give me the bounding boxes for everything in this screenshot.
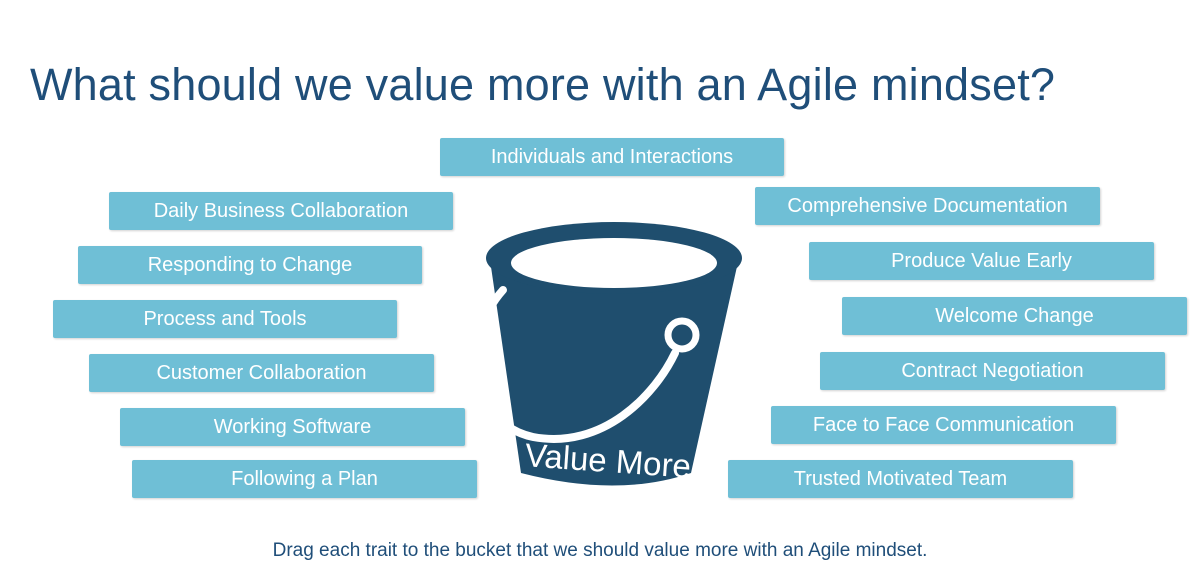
trait-trusted-motivated-team[interactable]: Trusted Motivated Team [728,460,1073,498]
trait-individuals-and-interactions[interactable]: Individuals and Interactions [440,138,784,176]
trait-customer-collaboration[interactable]: Customer Collaboration [89,354,434,392]
instruction-text: Drag each trait to the bucket that we sh… [272,540,928,561]
trait-daily-business-collaboration[interactable]: Daily Business Collaboration [109,192,453,230]
trait-responding-to-change[interactable]: Responding to Change [78,246,422,284]
value-more-bucket[interactable]: Value More [463,220,748,500]
trait-working-software[interactable]: Working Software [120,408,465,446]
page-title: What should we value more with an Agile … [30,59,1056,110]
trait-contract-negotiation[interactable]: Contract Negotiation [820,352,1165,390]
trait-following-a-plan[interactable]: Following a Plan [132,460,477,498]
bucket-icon: Value More [472,222,742,486]
trait-welcome-change[interactable]: Welcome Change [842,297,1187,335]
trait-comprehensive-documentation[interactable]: Comprehensive Documentation [755,187,1100,225]
trait-produce-value-early[interactable]: Produce Value Early [809,242,1154,280]
trait-process-and-tools[interactable]: Process and Tools [53,300,397,338]
trait-face-to-face-communication[interactable]: Face to Face Communication [771,406,1116,444]
